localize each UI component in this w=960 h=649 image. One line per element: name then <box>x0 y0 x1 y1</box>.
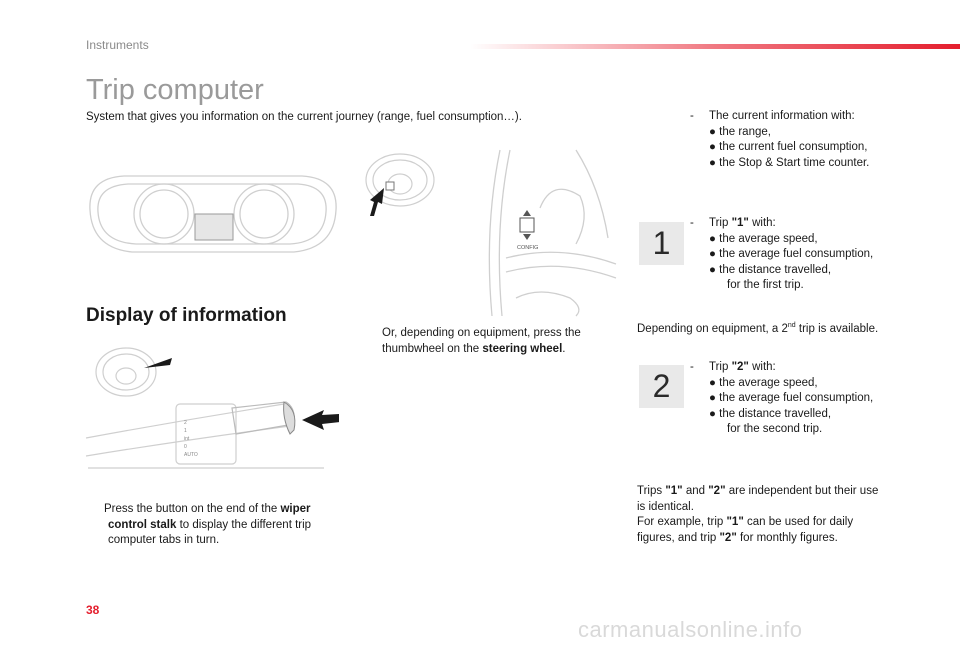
steering-thumbwheel-illustration: CONFIG <box>488 149 617 317</box>
config-label: CONFIG <box>517 245 538 251</box>
list-item: ● the distance travelled, <box>709 407 832 420</box>
page-number: 38 <box>86 603 100 617</box>
list-item: ● the Stop & Start time counter. <box>709 156 870 169</box>
intro-text: System that gives you information on the… <box>86 111 522 123</box>
list-item: ● the average fuel consumption, <box>709 392 874 404</box>
instrument-panel-illustration <box>89 175 337 253</box>
list-item: ● the distance travelled, <box>709 263 832 276</box>
press-arrow-icon <box>302 410 339 430</box>
wiper-stalk-illustration: 2 1 int 0 AUTO <box>85 347 339 469</box>
stalk-label-1: 1 <box>184 428 187 434</box>
trip-2-badge: 2 <box>639 365 684 408</box>
steering-note-line-1: Or, depending on equipment, press the <box>382 327 581 339</box>
trip-1-block: -Trip "1" with: ● the average speed, ● t… <box>690 216 920 294</box>
steering-wheel-small-illustration <box>365 153 435 216</box>
pointer-arrow-icon <box>370 188 384 216</box>
stalk-label-int: int <box>184 436 190 442</box>
wiper-stalk-note: Press the button on the end of the wiper… <box>104 503 312 546</box>
current-info-block: -The current information with: ● the ran… <box>690 109 920 171</box>
trip-2-block: -Trip "2" with: ● the average speed, ● t… <box>690 360 920 438</box>
steering-wheel-bold: steering wheel <box>482 342 563 355</box>
current-info-label: The current information with: <box>709 110 855 122</box>
section-heading: Display of information <box>86 305 287 326</box>
stalk-label-0: 0 <box>184 444 187 450</box>
stalk-label-auto: AUTO <box>184 452 198 458</box>
list-item: ● the range, <box>709 125 771 138</box>
list-item: ● the average speed, <box>709 376 818 389</box>
second-trip-note: Depending on equipment, a 2nd trip is av… <box>637 322 879 335</box>
watermark: carmanualsonline.info <box>578 617 803 642</box>
independence-note: Trips "1" and "2" are independent but th… <box>637 485 879 544</box>
list-item: ● the current fuel consumption, <box>709 141 868 153</box>
trip-1-badge: 1 <box>639 222 684 265</box>
steering-wheel-note: Or, depending on equipment, press the th… <box>382 327 581 355</box>
section-label: Instruments <box>86 38 149 52</box>
header-rule <box>470 44 960 49</box>
list-item: ● the average fuel consumption, <box>709 248 874 260</box>
stalk-label-2: 2 <box>184 420 187 426</box>
page-title: Trip computer <box>86 74 264 106</box>
list-item: ● the average speed, <box>709 232 818 245</box>
